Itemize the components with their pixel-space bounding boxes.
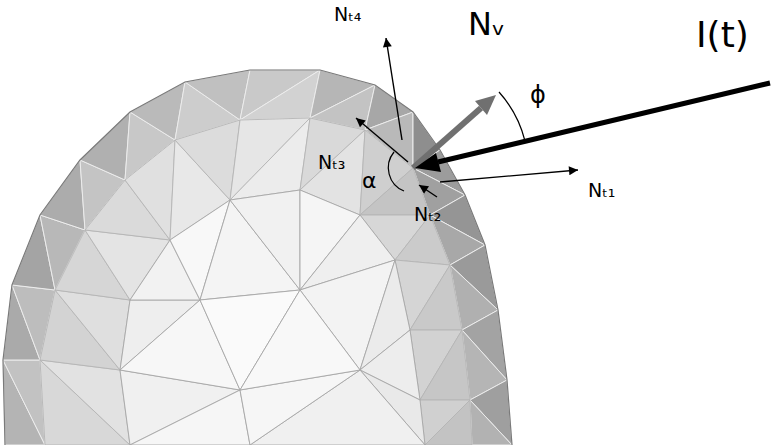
mesh-face (410, 265, 462, 330)
mesh-face (40, 160, 85, 230)
mesh-face (130, 390, 250, 445)
mesh-face (240, 70, 320, 120)
mesh-face (230, 118, 310, 200)
tangent-vector (419, 185, 437, 197)
angle-label: ϕ (530, 82, 546, 110)
mesh-face (470, 400, 512, 445)
mesh-face (80, 112, 130, 180)
vector-label: Nₜ₄ (334, 4, 361, 26)
mesh-face (230, 118, 310, 200)
mesh-face (40, 360, 130, 445)
mesh-face (3, 360, 45, 445)
mesh-face (125, 140, 175, 240)
vector-label: Nₜ₃ (318, 152, 345, 174)
vector-label: Nᵥ (468, 6, 505, 43)
normal-arrowhead (475, 95, 496, 115)
tangent-vector (386, 38, 402, 140)
mesh-face (40, 360, 130, 445)
tangent-vector (356, 118, 408, 162)
light-vector (438, 83, 770, 162)
mesh-face (470, 380, 512, 445)
tangent-vector (440, 170, 578, 182)
vector-label: Nₜ₂ (414, 204, 441, 226)
mesh-face (55, 290, 130, 370)
light-arrowhead (415, 153, 441, 172)
mesh-face (3, 360, 45, 445)
mesh-face (425, 400, 472, 445)
mesh-face (420, 330, 470, 400)
mesh-outline (3, 70, 512, 445)
head-mesh (3, 70, 512, 445)
angle-arc (499, 92, 525, 141)
mesh-face (230, 190, 300, 290)
mesh-face (175, 120, 240, 200)
vector-label: Nₜ₁ (588, 180, 615, 202)
mesh-face (240, 70, 320, 120)
mesh-face (185, 70, 250, 120)
angle-label: α (362, 168, 377, 193)
mesh-face (240, 290, 360, 390)
vector-label: I(t) (696, 14, 749, 55)
angle-arc (388, 152, 404, 191)
